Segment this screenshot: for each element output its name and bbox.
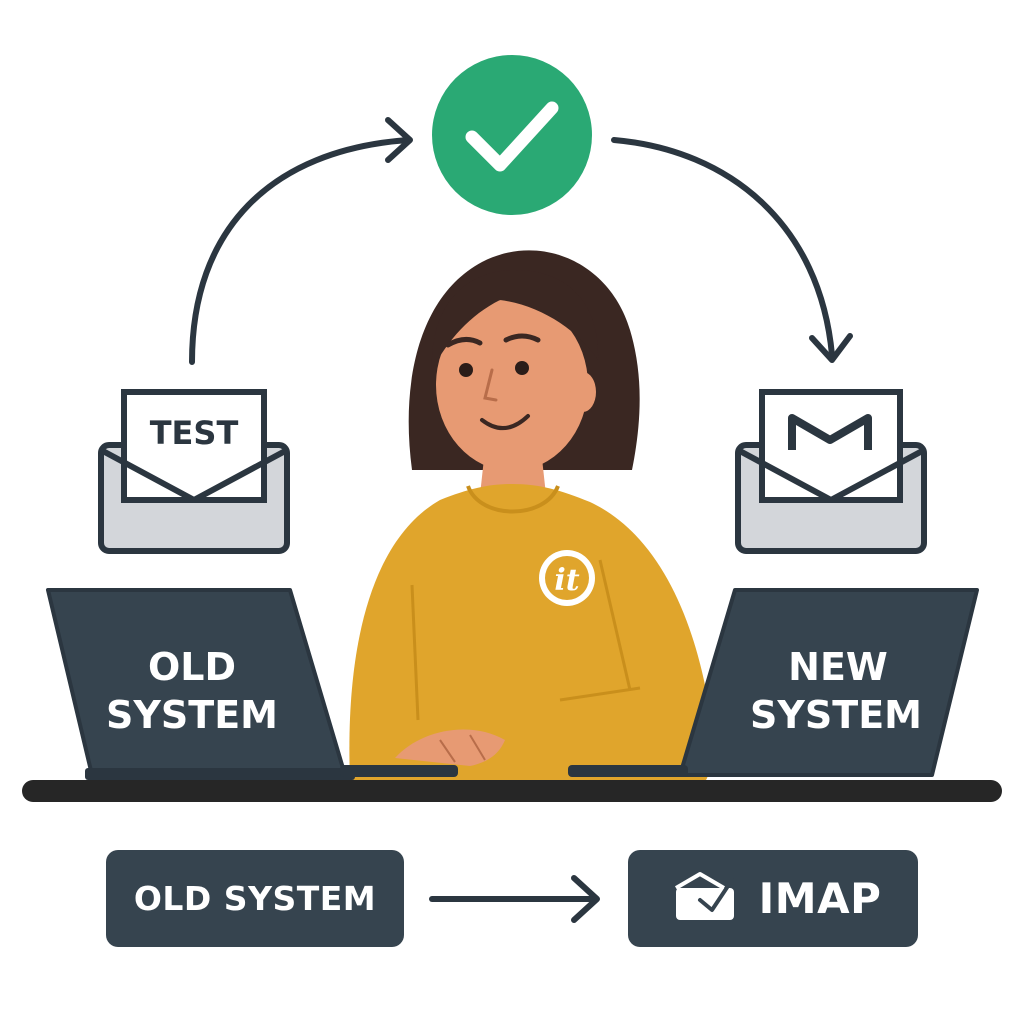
it-logo-icon: it (539, 550, 595, 606)
old-system-label: OLD SYSTEM (133, 879, 377, 918)
mailbox-icon (674, 872, 734, 920)
laptop-new-system: NEW SYSTEM (568, 588, 979, 777)
laptop-new-line1: NEW (788, 645, 888, 689)
envelope-letter-text: TEST (150, 414, 239, 452)
person: it (349, 250, 713, 780)
laptop-old-system: OLD SYSTEM (46, 588, 458, 780)
eye-left (459, 363, 473, 377)
laptop-old-line2: SYSTEM (106, 693, 278, 737)
svg-text:it: it (554, 563, 579, 598)
old-system-pill (106, 850, 404, 947)
imap-label: IMAP (758, 874, 882, 923)
arrow-right-icon (429, 875, 600, 923)
laptop-old-line1: OLD (148, 645, 236, 689)
envelope-test-icon: TEST (98, 389, 290, 554)
eye-right (515, 361, 529, 375)
flow-arrow-left (189, 117, 413, 365)
laptop-new-line2: SYSTEM (750, 693, 922, 737)
envelope-mail-icon (735, 389, 927, 554)
check-circle-icon (432, 55, 592, 215)
flow-arrow-right (611, 137, 853, 363)
desk (22, 780, 1002, 802)
